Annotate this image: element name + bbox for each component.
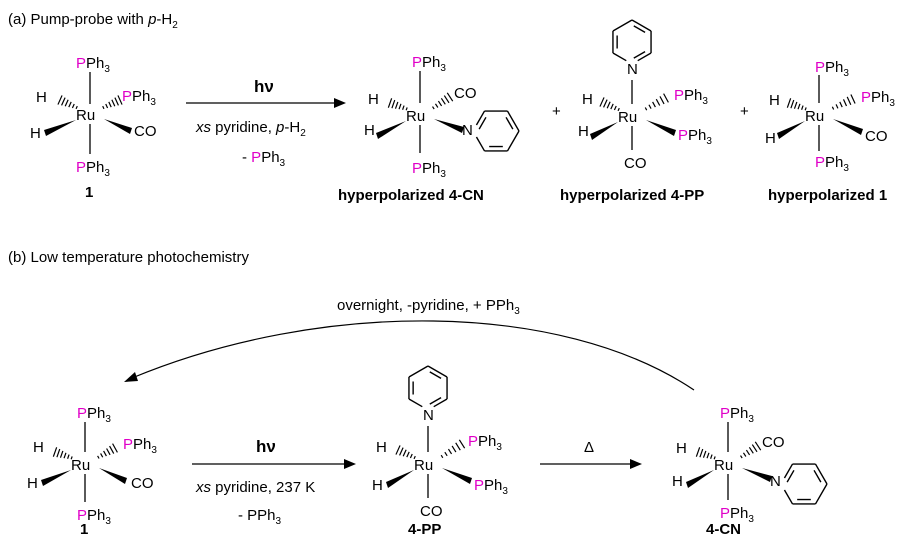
thermal-arrow [540,459,642,469]
phosphine-ligand: PPh3 [861,89,895,109]
hydride-ligand: H [30,125,41,142]
hashed-bond [644,93,669,111]
carbonyl-ligand: CO [762,434,785,451]
hydride-ligand: H [33,439,44,456]
conditions-panel-a: xs pyridine, p-H2 [195,119,306,139]
hydride-ligand: H [36,89,47,106]
phosphine-ligand: PPh3 [76,55,110,75]
label-hyperpolarized-4pp: hyperpolarized 4-PP [560,187,704,204]
phosphine-ligand: PPh3 [468,433,502,453]
complex-4cn-panel-a: Ru PPh3 PPh3 CO H H N [364,54,520,180]
phosphine-ligand: PPh3 [815,59,849,79]
hydride-ligand: H [672,473,683,490]
hashed-bond [97,443,118,459]
ruthenium-center: Ru [714,457,733,474]
ruthenium-center: Ru [406,108,425,125]
pyridine-ring [408,365,448,408]
hashed-bond [740,441,762,459]
reaction-arrow-panel-a [186,98,346,108]
label-1-panel-b: 1 [80,521,88,538]
phosphine-ligand: PPh3 [720,405,754,425]
conditions-panel-b: xs pyridine, 237 K [195,479,315,496]
hv-label-panel-a: hν [254,77,274,96]
carbonyl-ligand: CO [131,475,154,492]
ruthenium-center: Ru [618,109,637,126]
hashed-bond [395,445,416,460]
complex-4pp-panel-a: Ru N PPh3 PPh3 CO H H [578,19,712,172]
hyperpolarized-hydride: H [582,91,593,108]
hashed-bond [786,98,807,111]
phosphine-ligand: PPh3 [815,154,849,174]
pyridine-nitrogen: N [627,61,638,78]
ruthenium-center: Ru [76,107,95,124]
complex-4cn-panel-b: Ru PPh3 PPh3 CO H H N [672,405,828,525]
label-4pp-panel-b: 4-PP [408,521,441,538]
phosphine-loss-panel-a: - PPh3 [242,149,286,169]
plus-sign: + [552,103,561,120]
hashed-bond [387,98,408,111]
carbonyl-ligand: CO [134,123,157,140]
carbonyl-ligand: CO [624,155,647,172]
pyridine-nitrogen: N [423,407,434,424]
phosphine-ligand: PPh3 [678,127,712,147]
label-hyperpolarized-4cn: hyperpolarized 4-CN [338,187,484,204]
hashed-bond [102,95,123,110]
delta-label: Δ [584,439,594,456]
hashed-bond [440,439,466,459]
panel-b-heading: (b) Low temperature photochemistry [8,249,249,266]
phosphine-ligand: PPh3 [77,507,111,527]
hashed-bond [432,92,454,110]
hydride-ligand: H [372,477,383,494]
reaction-arrow-panel-b [192,459,356,469]
phosphine-ligand: PPh3 [412,54,446,74]
phosphine-ligand: PPh3 [412,160,446,180]
hashed-bond [52,447,73,460]
hashed-bond [599,97,620,112]
ruthenium-center: Ru [71,457,90,474]
recycle-conditions: overnight, -pyridine, + PPh3 [337,297,520,317]
complex-1-panel-b: Ru PPh3 PPh3 PPh3 H H CO [27,405,157,527]
hyperpolarized-hydride: H [765,130,776,147]
hydride-ligand: H [376,439,387,456]
complex-1-panel-a: Ru PPh3 PPh3 PPh3 H H CO [30,55,157,179]
ruthenium-center: Ru [805,108,824,125]
phosphine-ligand: PPh3 [474,477,508,497]
phosphine-ligand: PPh3 [122,88,156,108]
hv-label-panel-b: hν [256,437,276,456]
label-1-panel-a: 1 [85,184,93,201]
hydride-ligand: H [676,440,687,457]
plus-sign: + [740,103,749,120]
hydride-ligand: H [27,475,38,492]
carbonyl-ligand: CO [420,503,443,520]
pyridine-ring [475,110,520,152]
hashed-bond [57,95,78,110]
complex-1-hyperpolarized: Ru PPh3 PPh3 PPh3 CO H H [765,59,895,174]
hyperpolarized-hydride: H [769,92,780,109]
hashed-bond [695,447,716,460]
complex-4pp-panel-b: Ru N PPh3 PPh3 CO H H [372,365,508,520]
pyridine-nitrogen: N [770,473,781,490]
phosphine-loss-panel-b: - PPh3 [238,507,282,527]
panel-a-heading: (a) Pump-probe with p-H2 [8,11,178,31]
label-hyperpolarized-1: hyperpolarized 1 [768,187,887,204]
carbonyl-ligand: CO [865,128,888,145]
recycle-arrow [124,320,695,391]
hashed-bond [831,94,856,110]
ruthenium-center: Ru [414,457,433,474]
carbonyl-ligand: CO [454,85,477,102]
pyridine-ring [783,463,828,505]
label-4cn-panel-b: 4-CN [706,521,741,538]
hyperpolarized-hydride: H [368,91,379,108]
phosphine-ligand: PPh3 [720,505,754,525]
hyperpolarized-hydride: H [578,123,589,140]
pyridine-nitrogen: N [462,122,473,139]
phosphine-ligand: PPh3 [77,405,111,425]
phosphine-ligand: PPh3 [76,159,110,179]
phosphine-ligand: PPh3 [674,87,708,107]
hyperpolarized-hydride: H [364,122,375,139]
phosphine-ligand: PPh3 [123,436,157,456]
pyridine-ring [612,19,652,62]
